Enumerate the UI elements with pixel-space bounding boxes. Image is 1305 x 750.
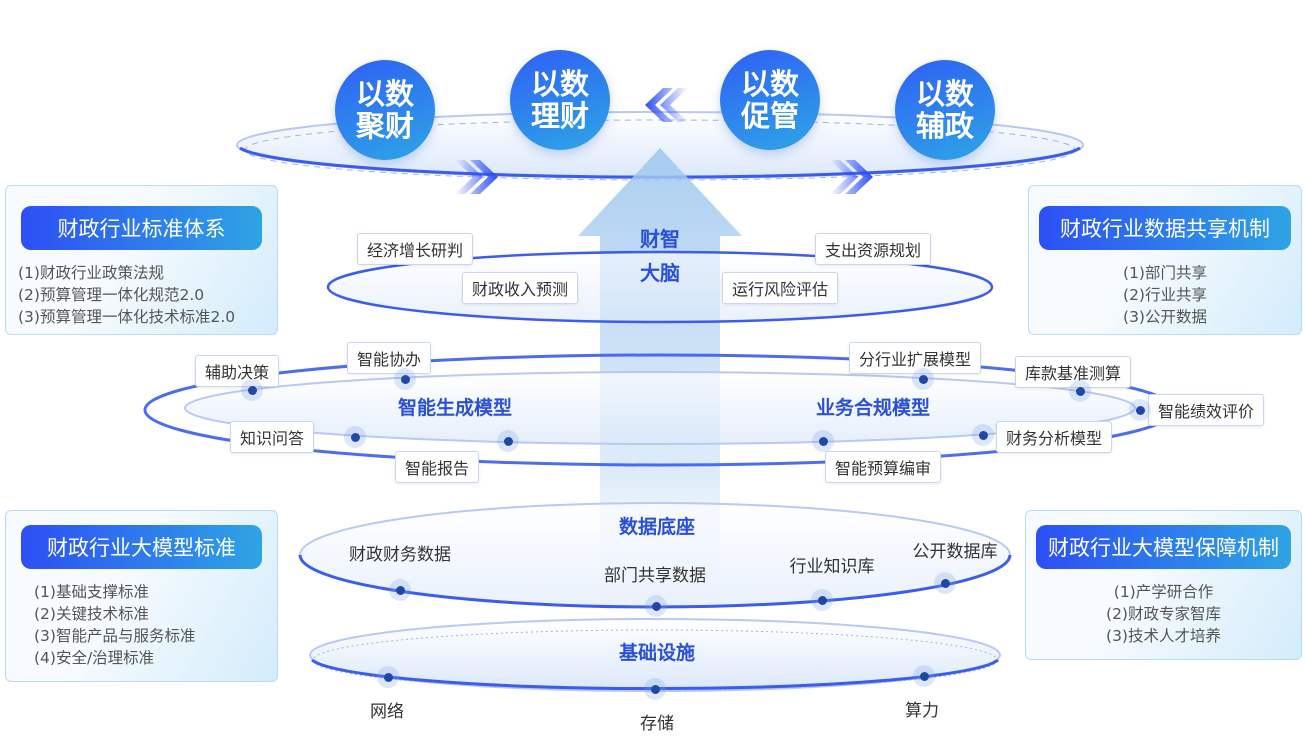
box-item: (3)预算管理一体化技术标准2.0 bbox=[18, 308, 236, 326]
node-dot bbox=[934, 572, 956, 594]
brain-tag: 运行风险评估 bbox=[722, 272, 839, 304]
box-item: (2)关键技术标准 bbox=[34, 605, 149, 623]
infra-item: 存储 bbox=[640, 714, 674, 734]
data-base-item: 部门共享数据 bbox=[604, 566, 706, 586]
box-item: (3)公开数据 bbox=[1123, 308, 1207, 326]
brain-title: 财智大脑 bbox=[640, 222, 680, 290]
node-dot bbox=[389, 579, 411, 601]
box-item: (1)财政行业政策法规 bbox=[18, 264, 164, 282]
goal-text: 以数 bbox=[740, 67, 799, 101]
node-dot bbox=[1129, 399, 1151, 421]
brain-title-line: 财智 bbox=[640, 227, 680, 251]
model-tag: 知识问答 bbox=[230, 421, 315, 453]
model-title-compliance: 业务合规模型 bbox=[815, 397, 931, 419]
goal-text: 以数 bbox=[530, 67, 589, 101]
node-dot bbox=[497, 430, 519, 452]
goal-circle-promote: 以数促管 bbox=[720, 50, 820, 150]
box-item: (1)部门共享 bbox=[1123, 264, 1207, 282]
box-item: (2)预算管理一体化规范2.0 bbox=[18, 286, 205, 304]
model-standards-box: 财政行业大模型标准 (1)基础支撑标准 (2)关键技术标准 (3)智能产品与服务… bbox=[5, 510, 278, 682]
model-tag: 辅助决策 bbox=[195, 355, 280, 387]
node-dot bbox=[811, 589, 833, 611]
node-dot bbox=[241, 379, 263, 401]
infra-item: 算力 bbox=[905, 701, 939, 721]
guarantee-box: 财政行业大模型保障机制 (1)产学研合作 (2)财政专家智库 (3)技术人才培养 bbox=[1025, 510, 1302, 660]
brain-ring bbox=[326, 250, 994, 324]
node-dot bbox=[644, 678, 666, 700]
node-dot bbox=[812, 430, 834, 452]
sharing-box: 财政行业数据共享机制 (1)部门共享 (2)行业共享 (3)公开数据 bbox=[1028, 185, 1302, 335]
sharing-box-title: 财政行业数据共享机制 bbox=[1039, 206, 1291, 250]
model-tag: 智能报告 bbox=[395, 451, 480, 483]
model-title-generative: 智能生成模型 bbox=[397, 397, 513, 419]
goal-circle-gather: 以数聚财 bbox=[335, 60, 435, 160]
goal-text: 聚财 bbox=[355, 109, 414, 143]
data-base-item: 财政财务数据 bbox=[349, 545, 451, 565]
goal-text: 以数 bbox=[915, 77, 974, 111]
data-base-item: 公开数据库 bbox=[912, 542, 998, 562]
brain-title-line: 大脑 bbox=[640, 261, 680, 285]
box-item: (1)产学研合作 bbox=[1113, 583, 1214, 601]
box-item: (3)技术人才培养 bbox=[1106, 627, 1221, 645]
brain-tag: 财政收入预测 bbox=[462, 272, 579, 304]
node-dot bbox=[972, 424, 994, 446]
node-dot bbox=[913, 665, 935, 687]
box-item: (4)安全/治理标准 bbox=[34, 649, 155, 667]
model-tag: 库款基准测算 bbox=[1015, 356, 1132, 388]
infra-title: 基础设施 bbox=[618, 642, 696, 664]
infra-item: 网络 bbox=[370, 702, 404, 722]
standards-box: 财政行业标准体系 (1)财政行业政策法规 (2)预算管理一体化规范2.0 (3)… bbox=[5, 185, 278, 335]
node-dot bbox=[912, 368, 934, 390]
goal-text: 以数 bbox=[355, 77, 414, 111]
box-item: (3)智能产品与服务标准 bbox=[34, 627, 196, 645]
box-item: (1)基础支撑标准 bbox=[34, 583, 149, 601]
box-item: (2)行业共享 bbox=[1123, 286, 1207, 304]
brain-tag: 经济增长研判 bbox=[357, 233, 474, 265]
goal-text: 理财 bbox=[530, 99, 589, 133]
standards-box-title: 财政行业标准体系 bbox=[21, 206, 262, 250]
data-base-title: 数据底座 bbox=[618, 516, 696, 538]
model-tag: 智能预算编审 bbox=[825, 451, 942, 483]
node-dot bbox=[377, 666, 399, 688]
node-dot bbox=[1069, 380, 1091, 402]
model-tag: 智能协办 bbox=[347, 342, 432, 374]
goal-text: 辅政 bbox=[915, 109, 974, 143]
data-base-item: 行业知识库 bbox=[789, 557, 875, 577]
node-dot bbox=[394, 368, 416, 390]
model-tag: 财务分析模型 bbox=[996, 421, 1113, 453]
flow-chevron-icons bbox=[455, 88, 873, 194]
model-tag: 智能绩效评价 bbox=[1148, 394, 1265, 426]
goal-circle-assist: 以数辅政 bbox=[895, 60, 995, 160]
goal-circle-manage-finance: 以数理财 bbox=[510, 50, 610, 150]
model-tag: 分行业扩展模型 bbox=[849, 342, 982, 374]
guarantee-box-title: 财政行业大模型保障机制 bbox=[1036, 525, 1291, 569]
node-dot bbox=[344, 426, 366, 448]
model-standards-box-title: 财政行业大模型标准 bbox=[21, 525, 262, 569]
box-item: (2)财政专家智库 bbox=[1106, 605, 1221, 623]
goal-text: 促管 bbox=[740, 99, 799, 133]
brain-tag: 支出资源规划 bbox=[815, 233, 932, 265]
node-dot bbox=[645, 595, 667, 617]
